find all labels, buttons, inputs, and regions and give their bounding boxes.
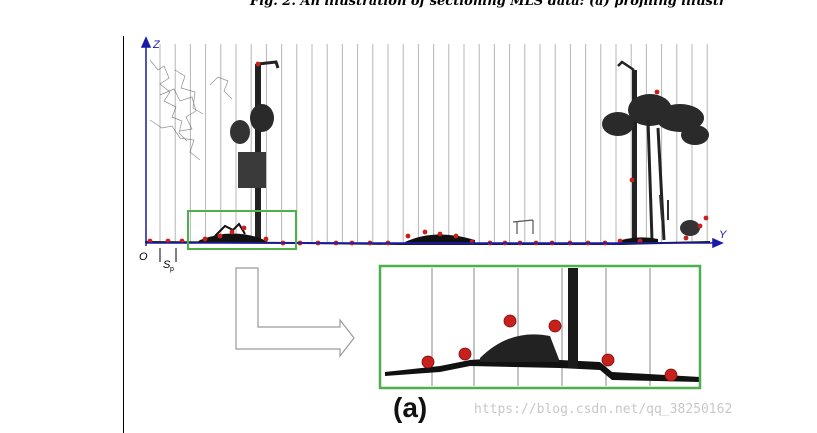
inset-pole bbox=[568, 268, 578, 368]
key-point bbox=[263, 236, 269, 242]
inset-key-point bbox=[421, 355, 435, 369]
key-point bbox=[437, 231, 443, 237]
sign-panel bbox=[238, 152, 266, 188]
key-point bbox=[422, 229, 428, 235]
highlight-box-small bbox=[187, 210, 297, 250]
highlight-box-large bbox=[378, 264, 702, 390]
section-lines bbox=[159, 44, 708, 243]
key-point bbox=[703, 215, 709, 221]
key-point bbox=[147, 238, 153, 244]
key-point bbox=[405, 233, 411, 239]
inset-key-point bbox=[601, 353, 615, 367]
axes bbox=[140, 36, 724, 249]
zoom-arrow bbox=[235, 267, 355, 358]
z-axis-label: Z bbox=[152, 39, 161, 51]
key-point bbox=[629, 177, 635, 183]
point-cloud-top bbox=[144, 59, 711, 245]
key-point bbox=[683, 235, 689, 241]
inset-key-point bbox=[548, 319, 562, 333]
pole-2 bbox=[632, 70, 637, 242]
key-point bbox=[202, 236, 208, 242]
watermark: https://blog.csdn.net/qq_38250162 bbox=[474, 402, 733, 417]
inset-key-point bbox=[458, 347, 472, 361]
key-points-top bbox=[147, 61, 709, 246]
key-point bbox=[241, 225, 247, 231]
key-point bbox=[165, 238, 171, 244]
spacing-label: S bbox=[163, 259, 171, 271]
spacing-bracket bbox=[159, 248, 177, 262]
key-point bbox=[179, 238, 185, 244]
page-margin-rule bbox=[123, 36, 124, 433]
key-point bbox=[217, 233, 223, 239]
panel-label: (a) bbox=[393, 392, 428, 423]
key-point bbox=[229, 229, 235, 235]
key-points-inset bbox=[421, 314, 678, 382]
inset-key-point bbox=[503, 314, 517, 328]
palm-crown bbox=[602, 94, 709, 145]
zoom-inset bbox=[378, 264, 702, 390]
key-point bbox=[637, 238, 643, 244]
y-axis-label: Y bbox=[719, 229, 727, 241]
key-point bbox=[617, 238, 623, 244]
left-tree-cloud bbox=[149, 59, 233, 161]
crown-1 bbox=[250, 104, 274, 132]
key-point bbox=[255, 61, 261, 67]
origin-label: O bbox=[139, 251, 148, 263]
key-point bbox=[654, 89, 660, 95]
key-point bbox=[453, 233, 459, 239]
spacing-subscript: p bbox=[170, 266, 174, 273]
inset-key-point bbox=[664, 368, 678, 382]
ground-bump-left bbox=[196, 233, 268, 243]
figure-caption: Fig. 2. An illustration of sectioning ML… bbox=[250, 0, 726, 9]
inset-points bbox=[385, 268, 700, 382]
key-point bbox=[697, 223, 703, 229]
